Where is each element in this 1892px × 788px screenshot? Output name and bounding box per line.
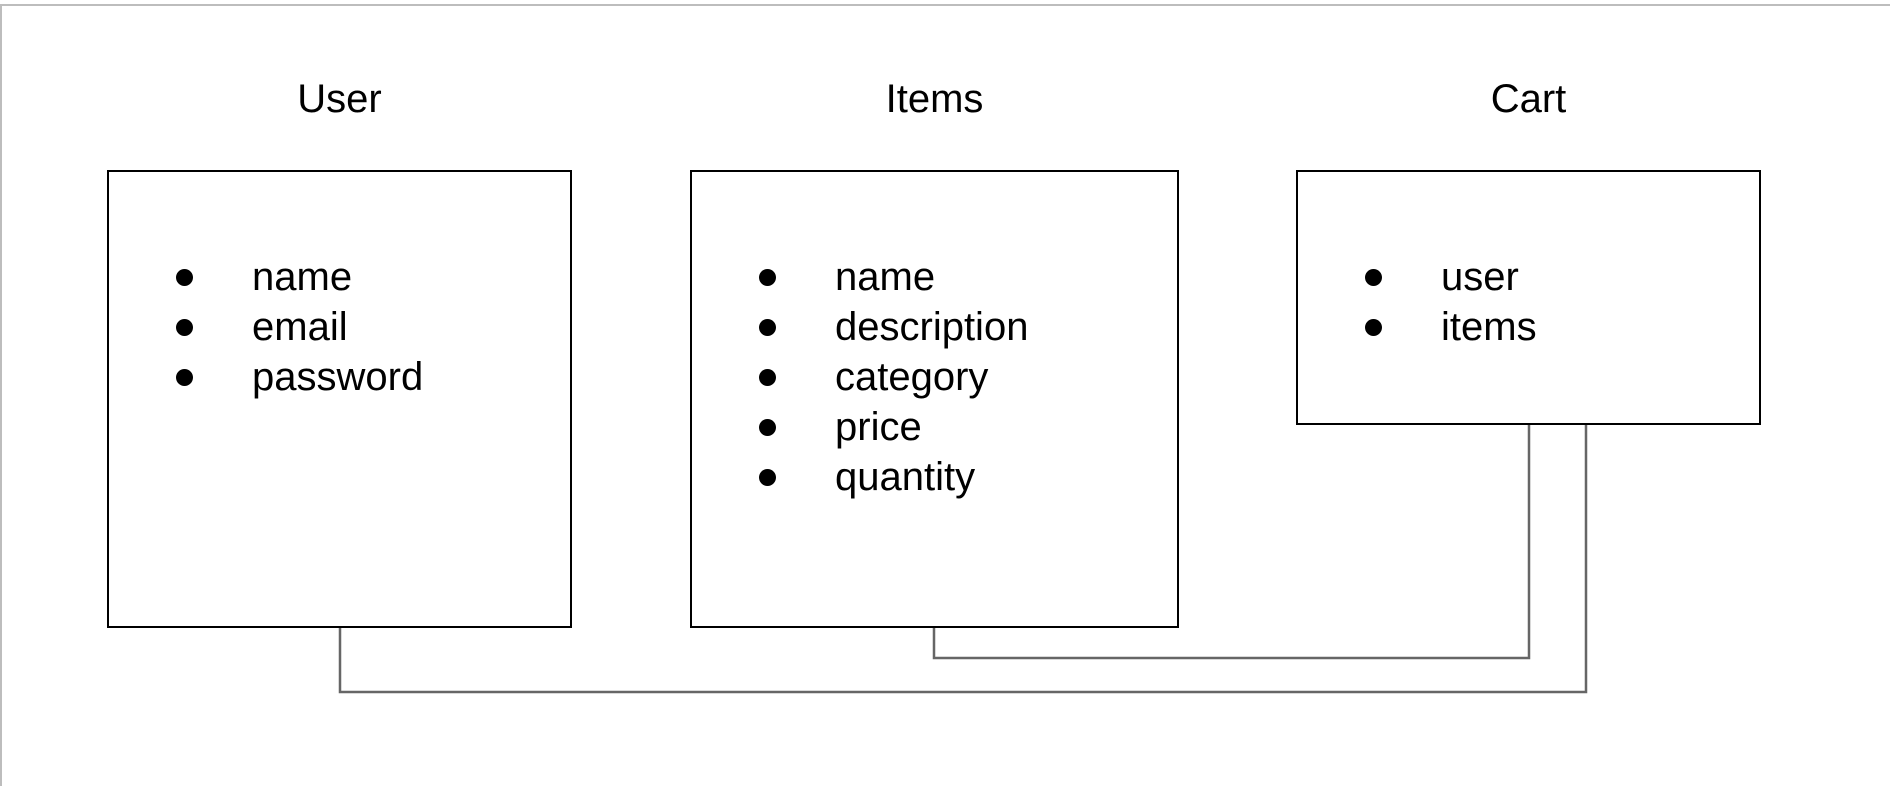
bullet-icon	[176, 269, 193, 286]
entity-box-cart: user items	[1296, 170, 1761, 425]
field-item: items	[1365, 302, 1785, 352]
field-item: name	[759, 252, 1179, 302]
bullet-icon	[759, 369, 776, 386]
field-label: password	[252, 355, 424, 399]
entity-title-cart: Cart	[1490, 77, 1567, 121]
bullet-icon	[759, 319, 776, 336]
field-item: category	[759, 352, 1179, 402]
field-label: name	[835, 255, 936, 299]
diagram-frame	[0, 4, 1890, 786]
field-label: user	[1441, 255, 1519, 299]
bullet-icon	[1365, 319, 1382, 336]
field-label: quantity	[835, 455, 976, 499]
field-item: user	[1365, 252, 1785, 302]
field-item: price	[759, 402, 1179, 452]
entity-box-items: name description category price quantity	[690, 170, 1179, 628]
bullet-icon	[176, 369, 193, 386]
field-label: category	[835, 355, 989, 399]
field-label: description	[835, 305, 1029, 349]
bullet-icon	[759, 419, 776, 436]
bullet-icon	[1365, 269, 1382, 286]
entity-box-user: name email password	[107, 170, 572, 628]
field-label: email	[252, 305, 348, 349]
field-item: description	[759, 302, 1179, 352]
field-item: name	[176, 252, 596, 302]
field-label: name	[252, 255, 353, 299]
entity-title-user: User	[297, 77, 382, 121]
field-item: password	[176, 352, 596, 402]
field-label: price	[835, 405, 922, 449]
bullet-icon	[759, 469, 776, 486]
field-label: items	[1441, 305, 1537, 349]
bullet-icon	[759, 269, 776, 286]
bullet-icon	[176, 319, 193, 336]
entity-title-items: Items	[885, 77, 984, 121]
field-item: email	[176, 302, 596, 352]
field-item: quantity	[759, 452, 1179, 502]
